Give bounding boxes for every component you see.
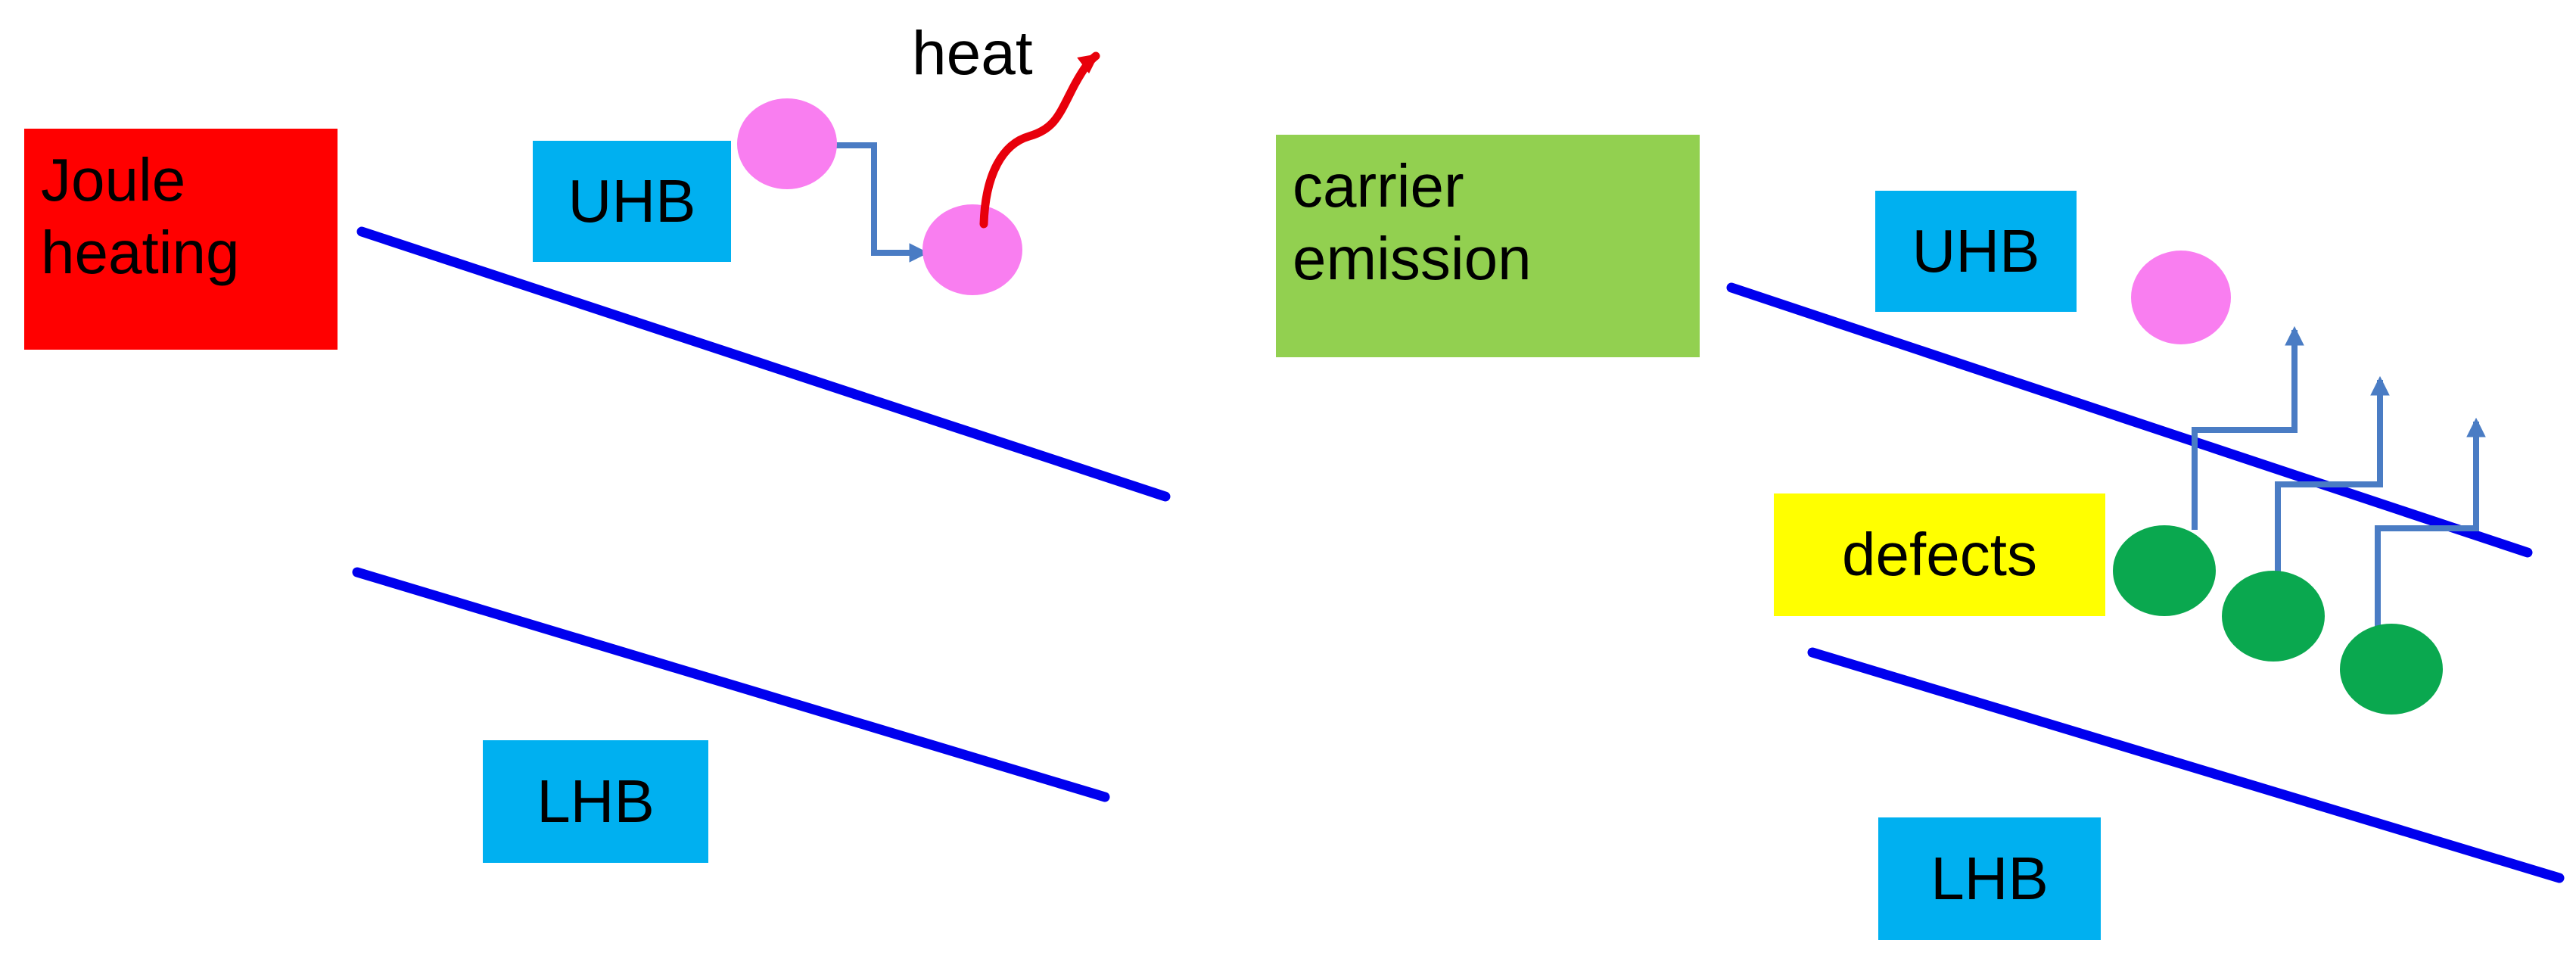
left-lhb-label: LHB [537,767,655,835]
carrier-emission-label-line1: carrier [1293,152,1464,219]
defect-3 [2340,624,2443,714]
defects-label: defects [1842,521,2037,588]
left-uhb-label: UHB [568,167,696,235]
left-uhb-box: UHB [533,141,731,262]
emission-arrow-1 [2192,325,2304,530]
right-uhb-label: UHB [1912,217,2040,285]
left-electron-end [922,204,1022,295]
left-electron-start [737,98,837,189]
emission-arrow-3 [2375,417,2486,628]
right-lhb-box: LHB [1878,817,2101,940]
joule-heating-box: Joule heating [24,129,338,350]
defect-2 [2222,571,2325,662]
left-lower-band-line [352,567,1110,802]
right-lower-band-line [1807,647,2565,883]
joule-heating-label-line2: heating [41,219,240,286]
right-electron [2131,251,2231,344]
defects-box: defects [1774,493,2105,616]
left-hop-arrow [832,142,929,263]
right-uhb-box: UHB [1875,191,2077,312]
carrier-emission-box: carrier emission [1276,135,1700,357]
left-lhb-box: LHB [483,740,708,863]
joule-heating-label-line1: Joule [41,146,186,213]
emission-arrow-2 [2275,375,2390,575]
carrier-emission-label-line2: emission [1293,225,1532,292]
right-upper-band-line [1726,282,2533,558]
defect-1 [2113,525,2216,616]
left-upper-band-line [356,226,1171,502]
heat-label: heat [912,19,1033,88]
heat-arrow [979,51,1100,229]
right-lhb-label: LHB [1930,845,2049,912]
